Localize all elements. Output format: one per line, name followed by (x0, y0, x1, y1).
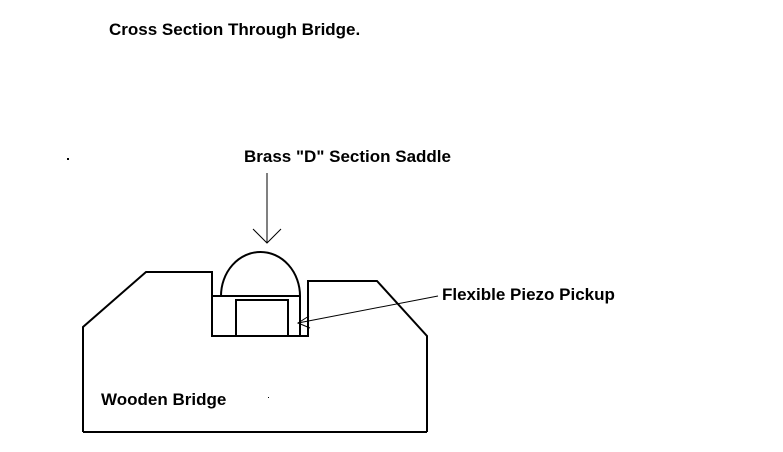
pickup-arrow-head (296, 315, 311, 329)
diagram-title: Cross Section Through Bridge. (109, 20, 360, 39)
saddle-arrow-head (252, 228, 282, 244)
brass-d-saddle (219, 251, 302, 297)
pickup-leader-line (297, 295, 439, 324)
stray-speck (268, 397, 269, 398)
bridge-label: Wooden Bridge (101, 390, 226, 409)
pickup-label: Flexible Piezo Pickup (442, 285, 615, 304)
stray-speck (67, 158, 69, 160)
piezo-pickup (235, 299, 289, 337)
saddle-label: Brass "D" Section Saddle (244, 147, 451, 166)
